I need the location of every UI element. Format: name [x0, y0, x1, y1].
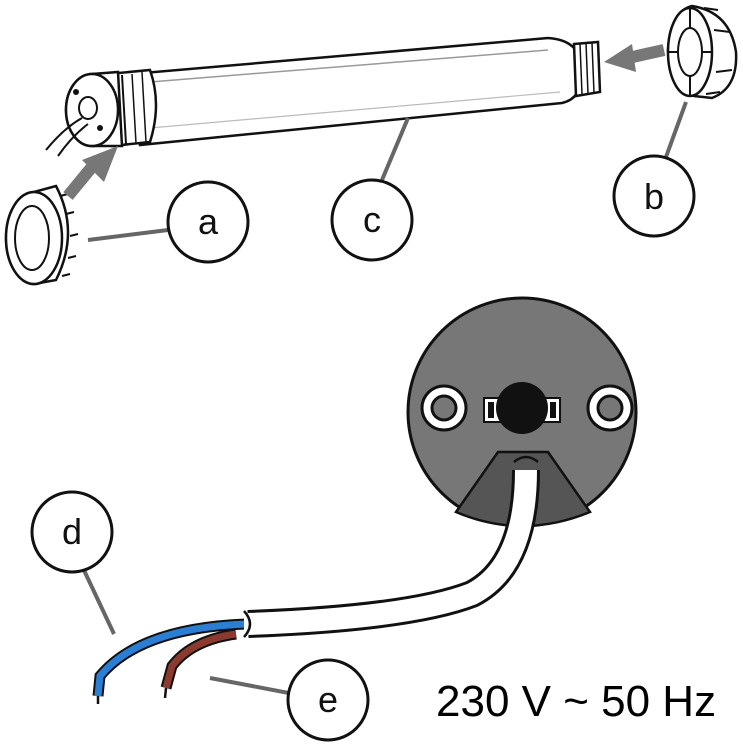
- leader-line-d: [80, 565, 116, 635]
- screw-hole-right: [586, 384, 634, 432]
- callout-e: e: [286, 658, 370, 742]
- motor-cable: [45, 117, 83, 151]
- motor-drive-shaft: [572, 40, 602, 98]
- leader-line-e: [209, 676, 295, 696]
- leader-line-a: [87, 228, 169, 242]
- cable-sheath-end: [243, 610, 252, 638]
- adapter-ring: [4, 184, 79, 286]
- callout-d: d: [30, 490, 114, 574]
- callout-b-label: b: [644, 176, 664, 217]
- insert-arrow-a: [63, 146, 118, 200]
- insert-arrow-b: [604, 44, 666, 72]
- wire-blue: [92, 618, 247, 704]
- tubular-motor: [45, 36, 602, 157]
- callout-c-label: c: [363, 199, 381, 240]
- power-spec-label: 230 V ~ 50 Hz: [436, 677, 717, 726]
- callout-e-label: e: [318, 679, 338, 720]
- motor-tube: [118, 36, 584, 147]
- center-pin: [483, 382, 561, 434]
- callout-c: c: [330, 178, 414, 262]
- callout-a: a: [166, 180, 250, 264]
- leader-line-c: [380, 117, 410, 181]
- motor-head-cap: [64, 70, 124, 148]
- callout-a-label: a: [198, 201, 219, 242]
- power-cable: [247, 455, 540, 638]
- screw-hole-left: [420, 384, 468, 432]
- drive-wheel: [666, 4, 738, 100]
- callout-b: b: [612, 154, 696, 238]
- wire-brown: [160, 628, 237, 699]
- callout-d-label: d: [62, 511, 82, 552]
